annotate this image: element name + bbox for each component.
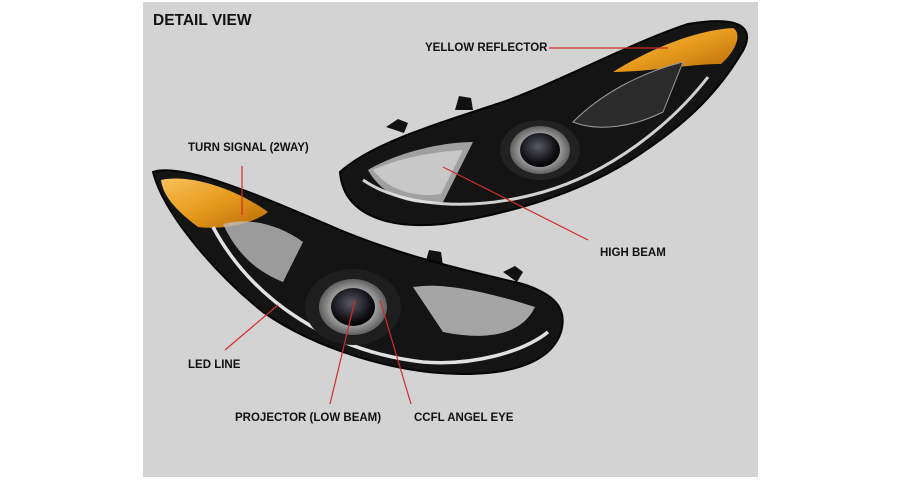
label-led-line: LED LINE bbox=[188, 359, 241, 371]
mounting-tab bbox=[386, 119, 408, 133]
left-headlight bbox=[151, 169, 564, 376]
label-turn-signal: TURN SIGNAL (2WAY) bbox=[188, 142, 309, 154]
right-headlight bbox=[338, 20, 749, 227]
headlights-illustration bbox=[151, 20, 749, 405]
turn-signal bbox=[223, 221, 303, 282]
yellow-reflector bbox=[613, 28, 738, 72]
label-yellow-reflector: YELLOW REFLECTOR bbox=[425, 42, 548, 54]
page-title: DETAIL VIEW bbox=[153, 12, 252, 29]
leader-line-high-beam bbox=[442, 166, 589, 241]
high-beam-reflector bbox=[413, 285, 535, 336]
leader-lines bbox=[224, 47, 668, 405]
yellow-reflector bbox=[161, 178, 268, 228]
label-projector: PROJECTOR (LOW BEAM) bbox=[235, 412, 382, 424]
label-high-beam: HIGH BEAM bbox=[600, 247, 666, 259]
led-line bbox=[362, 76, 710, 206]
projector-lens bbox=[520, 133, 560, 167]
leader-line-led-line bbox=[224, 304, 279, 351]
leader-line-projector bbox=[329, 299, 356, 405]
label-ccfl-angel-eye: CCFL ANGEL EYE bbox=[414, 412, 514, 424]
leader-line-ccfl-angel-eye bbox=[379, 299, 412, 405]
product-photo-panel: DETAIL VIEW YELLOW REFLECTOR TURN SIGNAL… bbox=[143, 2, 758, 477]
mounting-tab bbox=[503, 266, 523, 282]
led-line bbox=[211, 226, 550, 365]
mounting-tab bbox=[455, 96, 473, 110]
